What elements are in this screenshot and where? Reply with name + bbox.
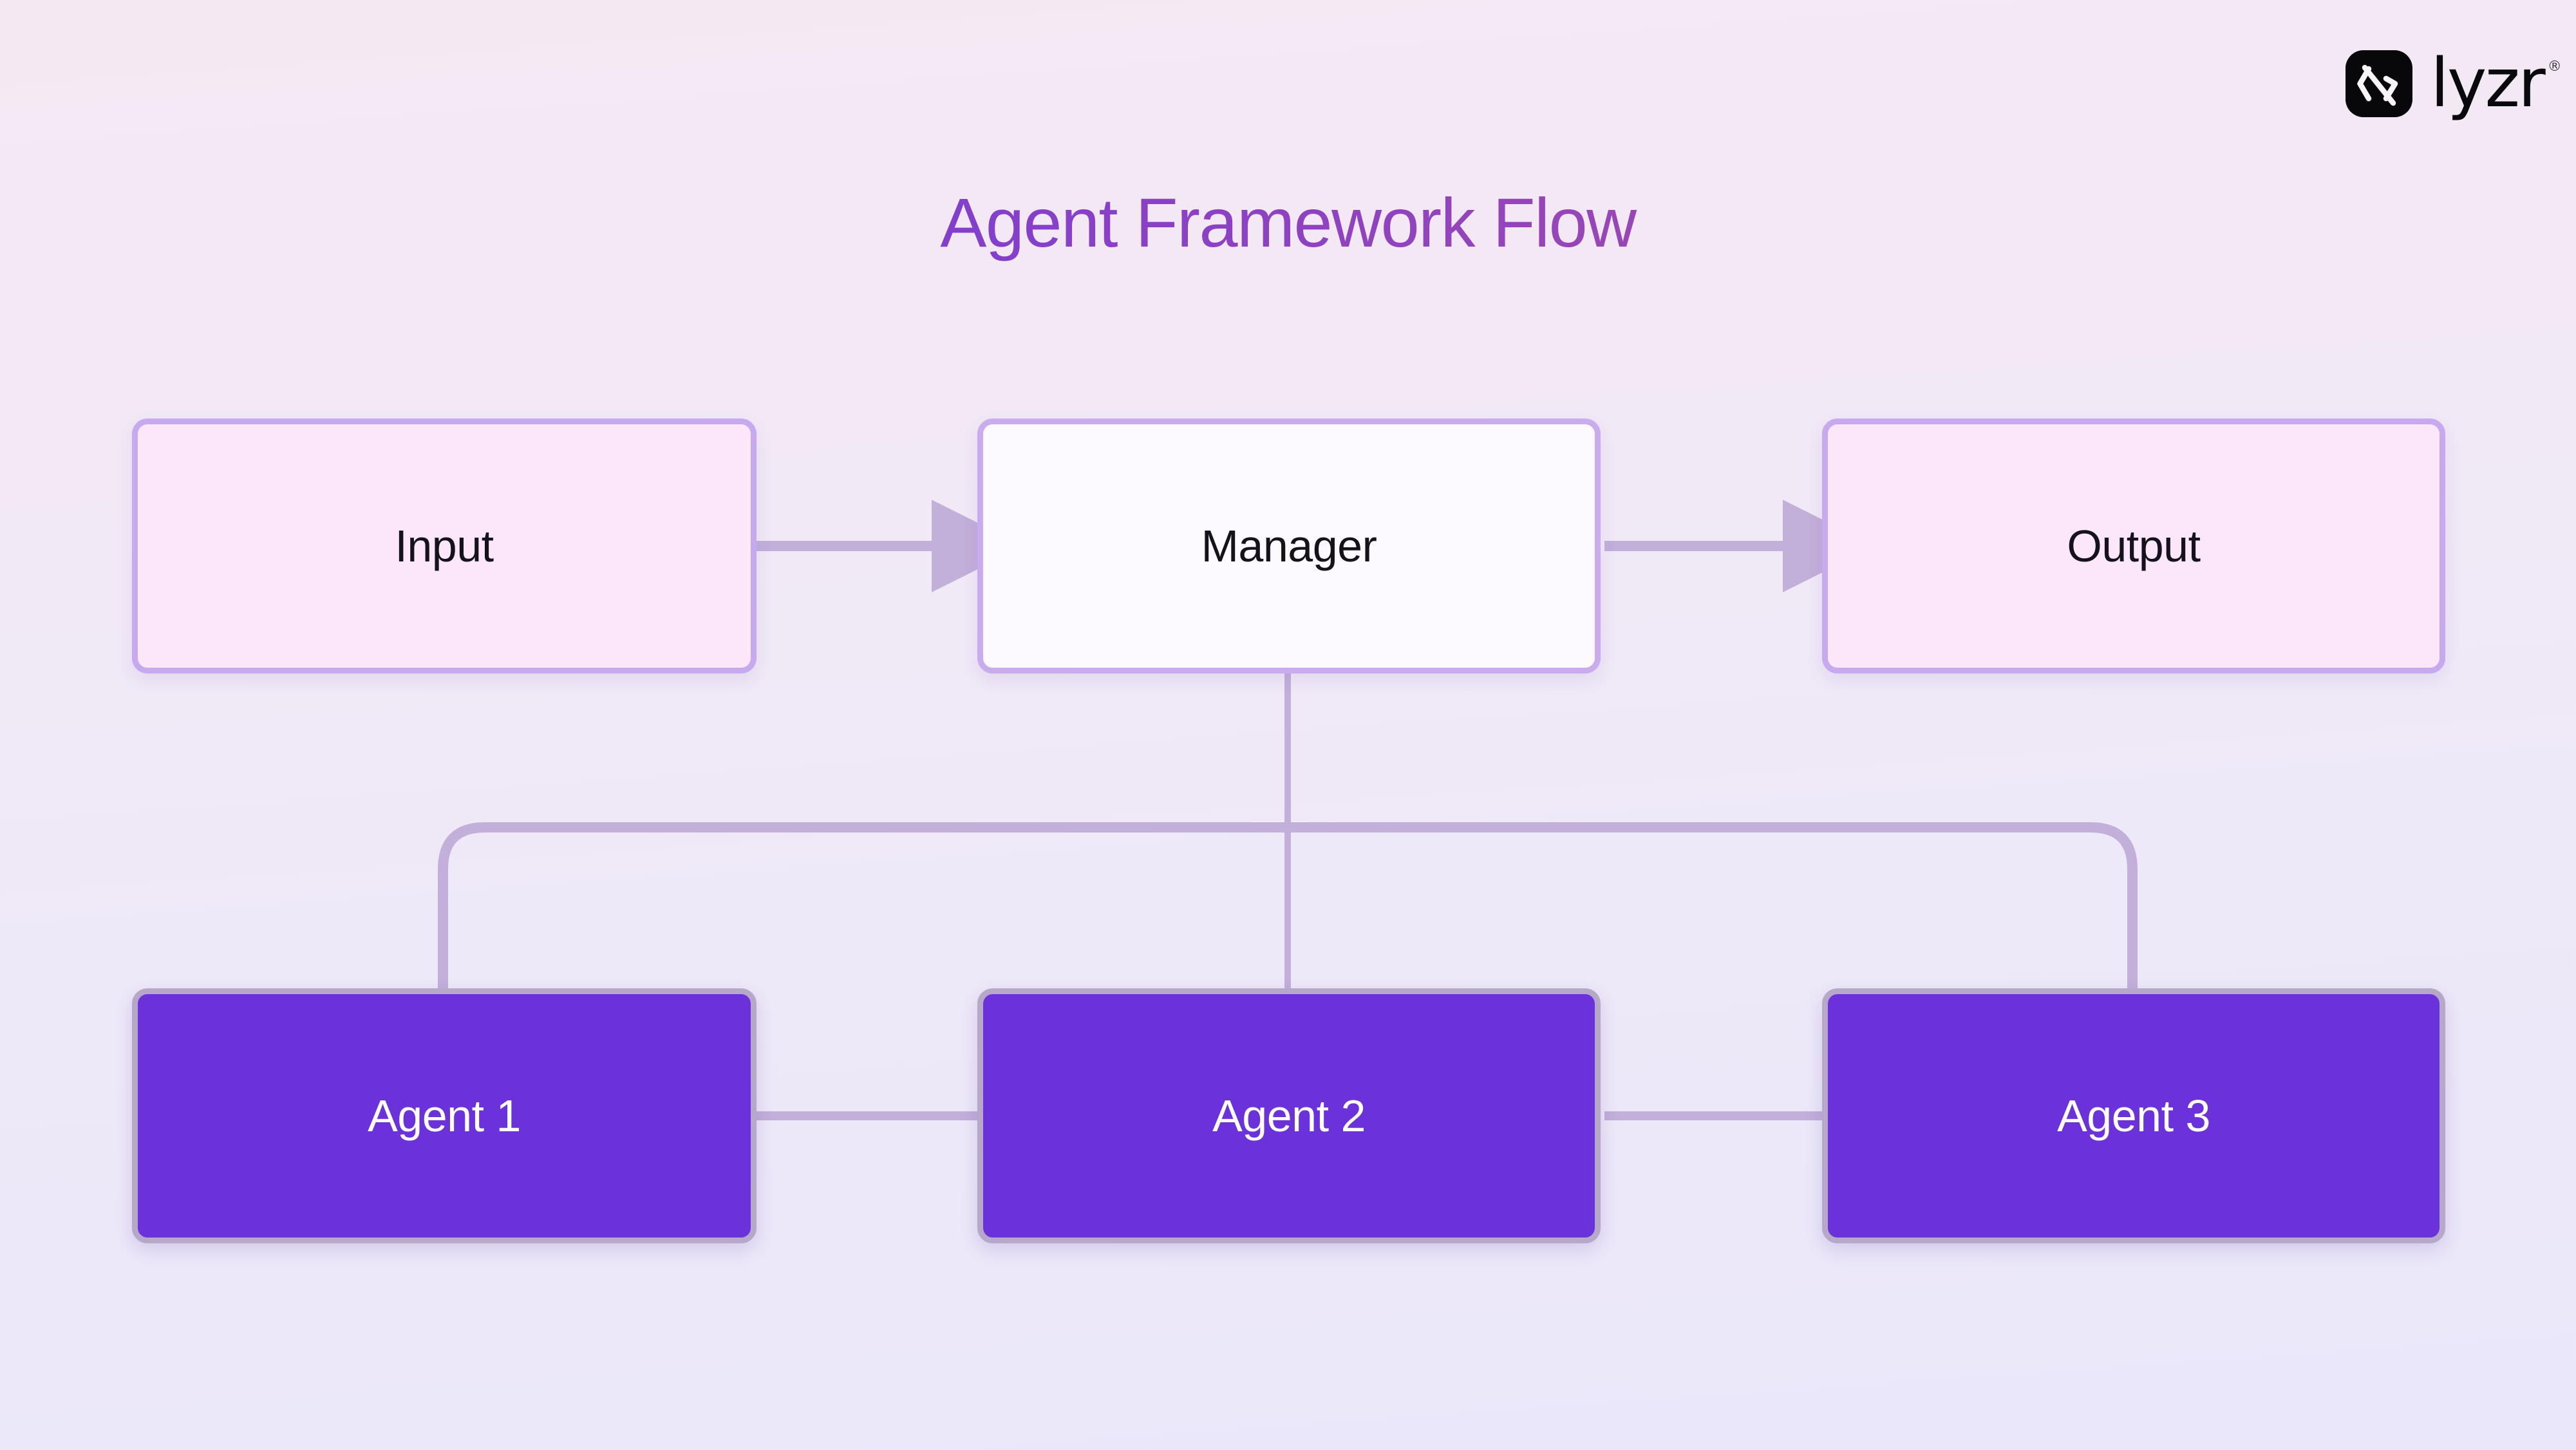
edge-manager-to-agent3 xyxy=(1283,822,2138,993)
node-agent-1[interactable]: Agent 1 xyxy=(132,988,757,1243)
brand-wordmark: lyzr ® xyxy=(2430,44,2562,123)
registered-trademark-icon: ® xyxy=(2547,59,2562,75)
node-input[interactable]: Input xyxy=(132,419,757,673)
node-agent-3[interactable]: Agent 3 xyxy=(1822,988,2445,1243)
node-agent-1-label: Agent 1 xyxy=(368,1091,521,1141)
node-manager-label: Manager xyxy=(1201,521,1377,571)
lyzr-diamond-mark-icon xyxy=(2346,50,2412,117)
node-agent-2[interactable]: Agent 2 xyxy=(977,988,1601,1243)
node-agent-3-label: Agent 3 xyxy=(2057,1091,2210,1141)
node-output[interactable]: Output xyxy=(1822,419,2445,673)
brand-logo: lyzr ® xyxy=(2346,50,2562,117)
node-manager[interactable]: Manager xyxy=(977,419,1601,673)
node-output-label: Output xyxy=(2067,521,2201,571)
page-title: Agent Framework Flow xyxy=(0,182,2576,263)
edge-manager-to-agent1 xyxy=(438,822,1293,993)
node-agent-2-label: Agent 2 xyxy=(1212,1091,1366,1141)
brand-wordmark-text: lyzr xyxy=(2430,44,2546,123)
node-input-label: Input xyxy=(395,521,494,571)
